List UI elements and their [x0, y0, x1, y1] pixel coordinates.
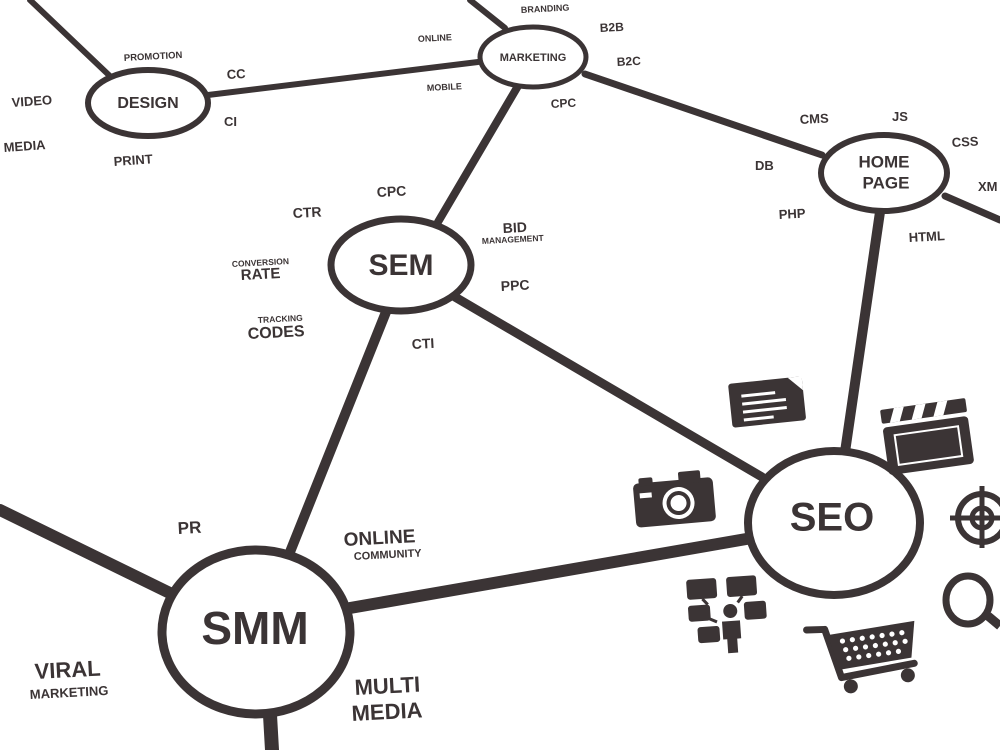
smm-node-ring — [157, 545, 355, 719]
label-video: VIDEO — [11, 92, 52, 110]
edge-sem-smm — [285, 307, 391, 557]
label-viral-marketing: MARKETING — [29, 683, 108, 702]
topic-labels: PROMOTION VIDEO CC CI MEDIA PRINT ONLINE… — [3, 2, 997, 726]
label-rate: RATE — [240, 265, 281, 284]
label-multi: MULTI — [354, 672, 421, 700]
magnifier-icon — [942, 572, 1000, 630]
edge-design-marketing — [205, 59, 481, 98]
label-codes: CODES — [247, 323, 305, 343]
edge-marketing-sem — [434, 82, 522, 226]
label-cpc-marketing: CPC — [550, 96, 576, 111]
node-sem[interactable]: SEM — [327, 215, 475, 315]
camera-icon — [633, 470, 716, 528]
node-marketing[interactable]: MARKETING — [477, 24, 589, 90]
node-home-page[interactable]: HOME PAGE — [818, 132, 950, 214]
label-branding: BRANDING — [521, 2, 570, 15]
label-html: HTML — [908, 228, 945, 245]
marketing-node-ring — [477, 24, 589, 90]
seo-node-ring — [744, 447, 924, 599]
label-bid: BID — [502, 219, 527, 236]
edge-design-offscreen — [27, 0, 115, 81]
people-network-icon — [686, 575, 767, 654]
label-online-community-2: COMMUNITY — [354, 547, 423, 563]
edge-marketing-offscreen — [467, 0, 508, 31]
label-online: ONLINE — [418, 32, 452, 44]
document-icon — [728, 376, 806, 428]
smm-node-label: SMM — [201, 602, 308, 654]
shopping-cart-icon — [803, 620, 918, 694]
label-pr: PR — [177, 518, 202, 538]
node-smm[interactable]: SMM — [157, 545, 355, 719]
label-cpc-sem: CPC — [376, 182, 406, 200]
edge-sem-seo — [450, 292, 767, 482]
home-page-node-label-line2: PAGE — [863, 173, 910, 192]
label-cc: CC — [226, 66, 246, 82]
label-xml: XM — [978, 179, 998, 194]
label-b2c: B2C — [616, 54, 641, 69]
label-php: PHP — [778, 206, 806, 222]
edge-smm-offscreen-left — [0, 504, 184, 603]
label-js: JS — [892, 109, 908, 124]
sem-node-label: SEM — [368, 249, 433, 282]
label-b2b: B2B — [599, 20, 624, 35]
label-management: MANAGEMENT — [482, 233, 545, 246]
edge-smm-seo — [344, 532, 758, 614]
label-promotion: PROMOTION — [124, 50, 183, 64]
marketing-node-label: MARKETING — [500, 52, 567, 64]
label-multimedia: MEDIA — [351, 697, 423, 726]
label-cms: CMS — [799, 110, 829, 127]
seo-node-label: SEO — [790, 496, 874, 540]
home-page-node-label-line1: HOME — [859, 152, 910, 171]
edge-marketing-homepage — [581, 70, 826, 159]
label-viral: VIRAL — [34, 656, 101, 684]
edge-homepage-offscreen — [941, 192, 1000, 224]
label-db: DB — [755, 158, 774, 173]
label-ppc: PPC — [500, 277, 530, 294]
label-print: PRINT — [113, 151, 153, 169]
node-design[interactable]: DESIGN — [85, 67, 211, 139]
clapperboard-icon — [880, 398, 974, 475]
edge-smm-offscreen-bottom — [263, 708, 279, 750]
sem-node-ring — [327, 215, 475, 315]
design-node-label: DESIGN — [117, 95, 178, 112]
label-online-community-1: ONLINE — [343, 526, 416, 551]
target-icon — [950, 486, 1000, 548]
label-ctr: CTR — [292, 204, 322, 221]
label-tracking: TRACKING — [258, 313, 304, 325]
home-page-node-ring — [818, 132, 950, 214]
label-mobile: MOBILE — [427, 81, 462, 93]
label-css: CSS — [951, 134, 979, 150]
label-media: MEDIA — [3, 137, 46, 155]
design-node-ring — [85, 67, 211, 139]
node-seo[interactable]: SEO — [744, 447, 924, 599]
edge-homepage-seo — [840, 207, 885, 457]
label-cti: CTI — [411, 335, 434, 352]
label-ci: CI — [224, 114, 237, 129]
label-conversion: CONVERSION — [232, 256, 290, 269]
